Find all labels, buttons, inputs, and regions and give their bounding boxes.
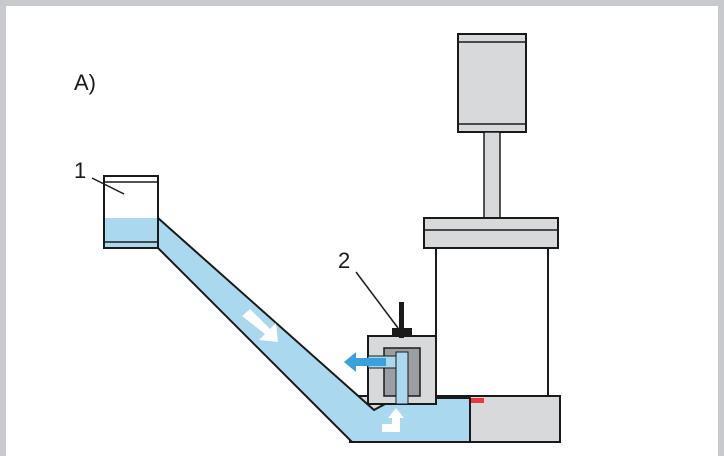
valve-actuator-rod <box>399 302 404 338</box>
top-cylinder <box>457 33 527 133</box>
flow-arrow-down-right-icon <box>242 309 278 342</box>
leader-line-1 <box>91 177 125 195</box>
panel-label: A) <box>74 70 96 95</box>
leader-line-2 <box>355 271 399 329</box>
valve-stem-channel <box>395 351 409 405</box>
red-seal <box>460 398 484 403</box>
chamber-plate <box>423 217 559 249</box>
flow-arrow-right-icon <box>344 352 386 372</box>
flow-arrow-up-icon <box>382 408 404 432</box>
chamber-body <box>435 247 549 397</box>
callout-2: 2 <box>338 248 350 273</box>
valve-cap <box>392 328 412 336</box>
callout-1: 1 <box>74 158 86 183</box>
feed-channel <box>157 217 471 443</box>
flow-diagram: A) 1 2 <box>74 33 561 443</box>
